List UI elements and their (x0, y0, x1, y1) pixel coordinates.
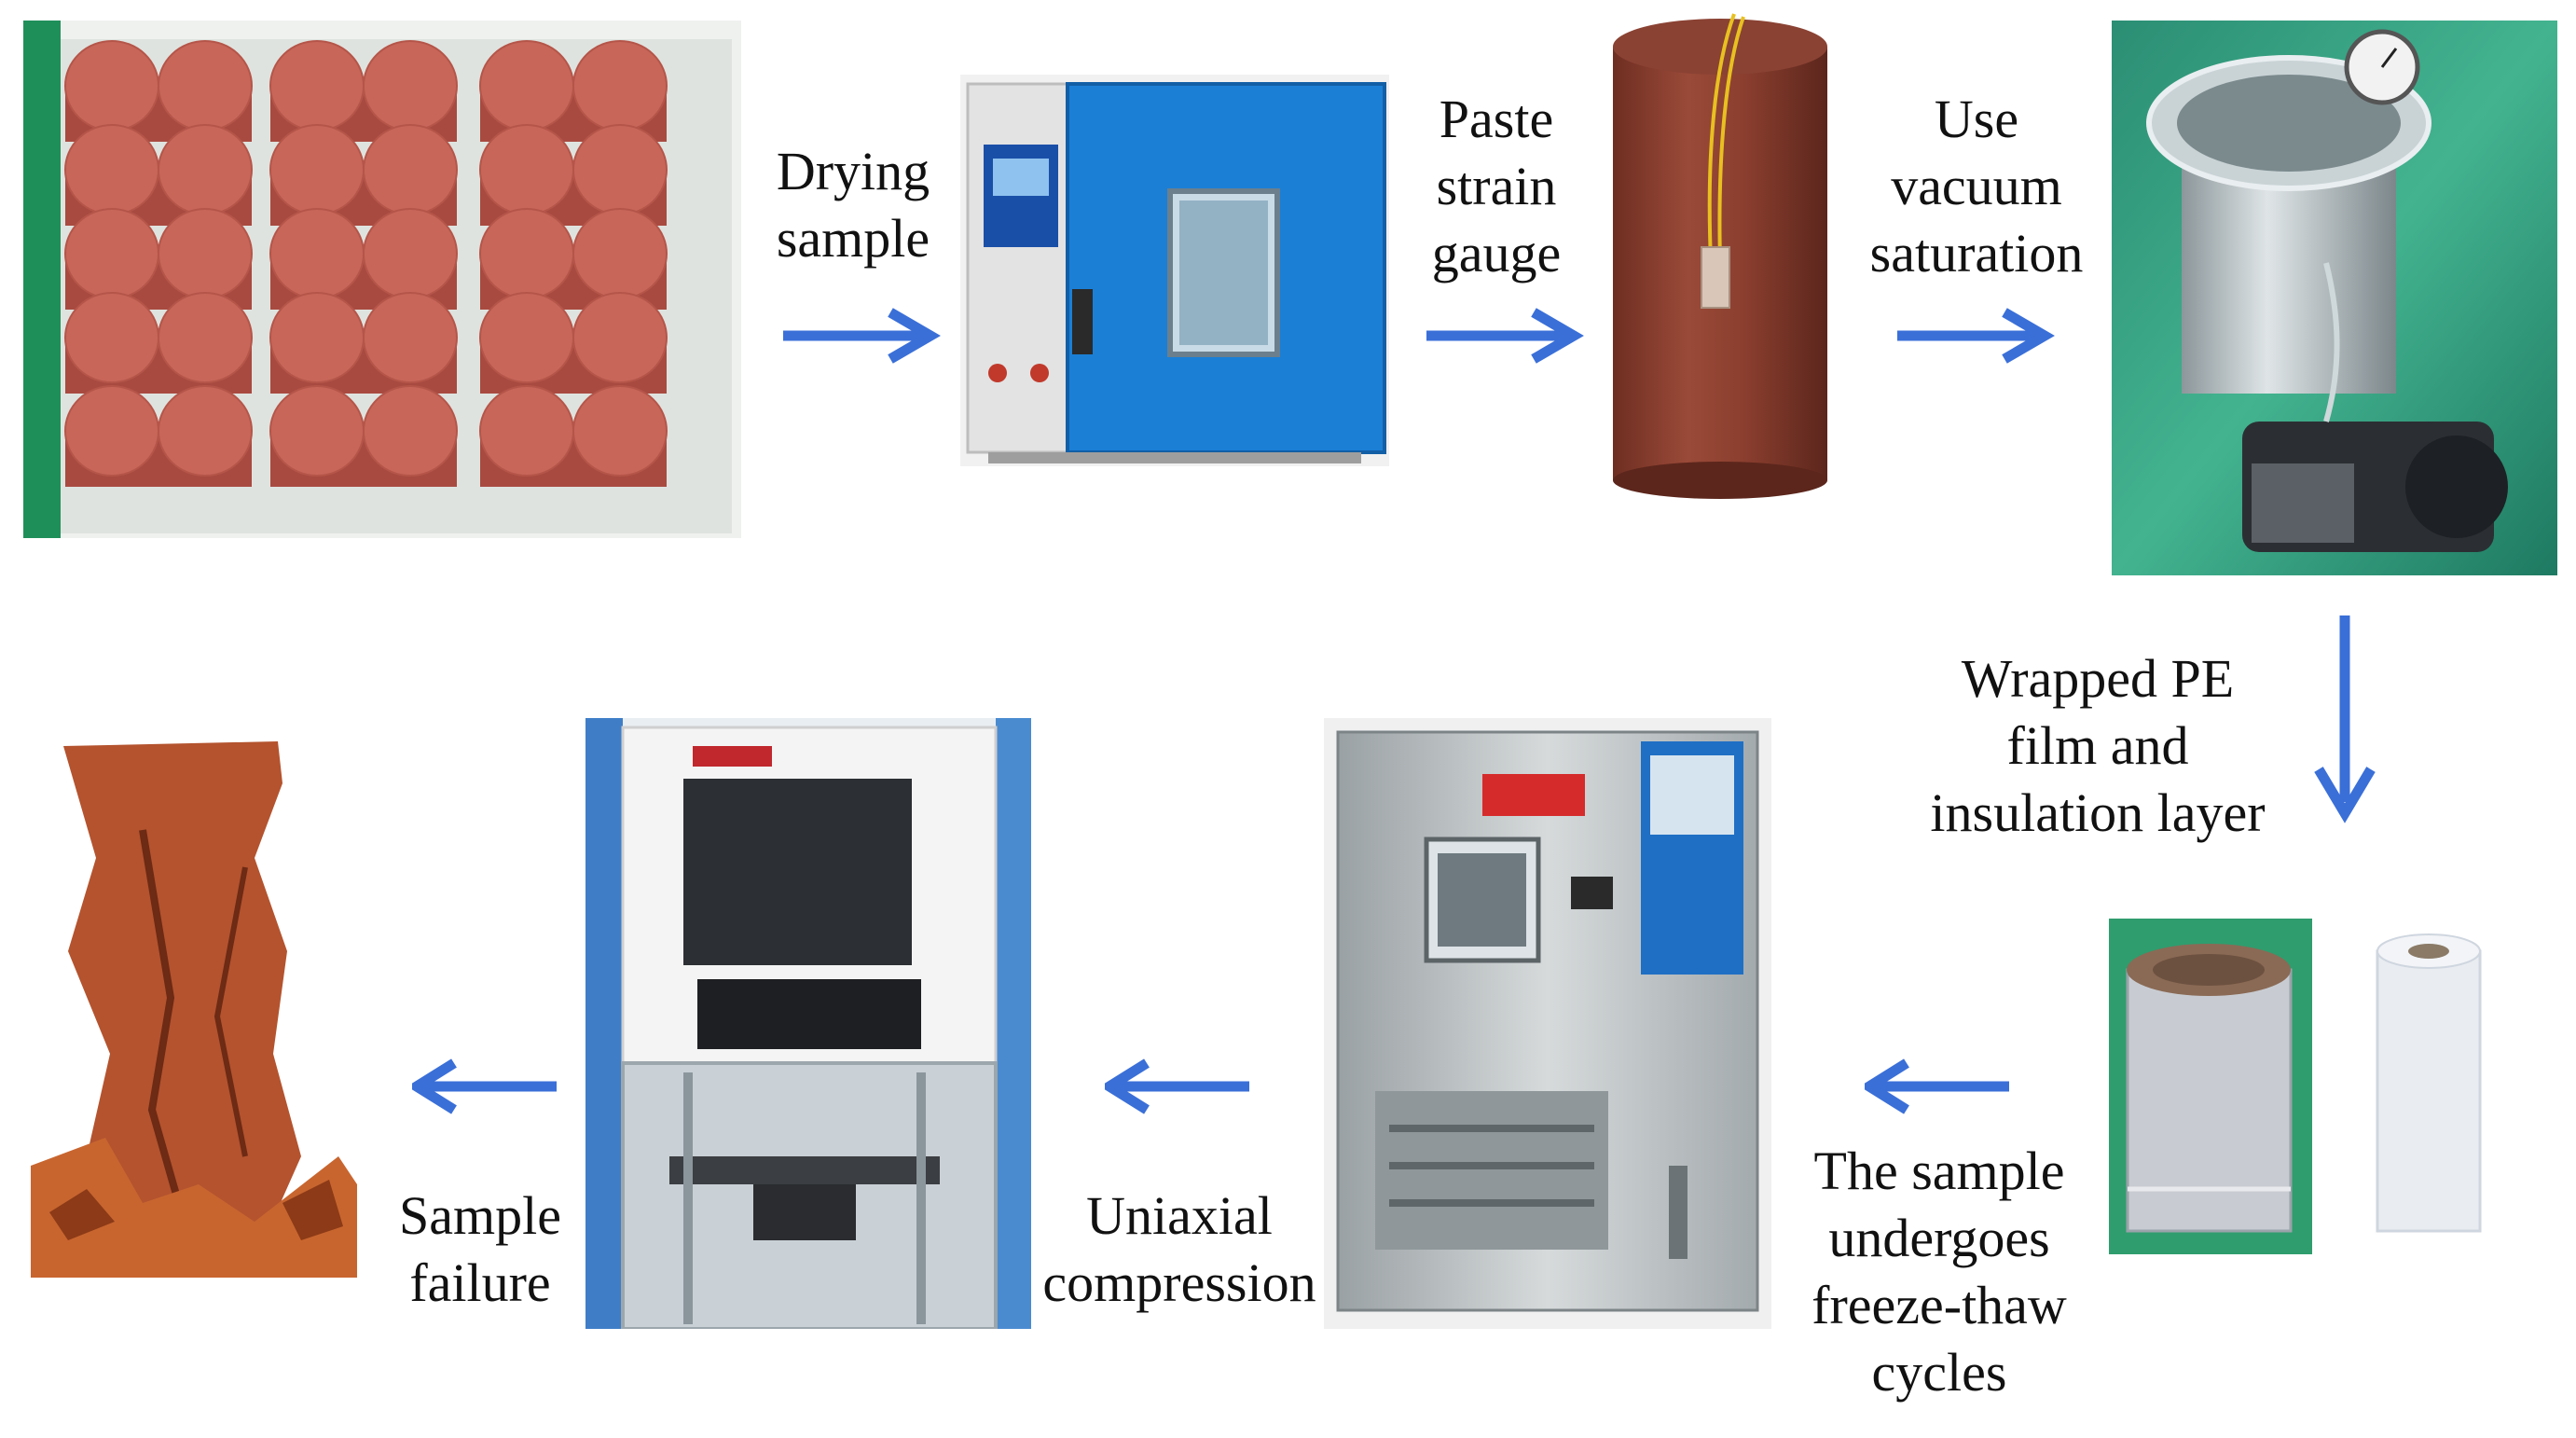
cylinder-top (363, 208, 458, 299)
step-label-failure: Sample failure (399, 1185, 561, 1313)
cylinder-top (64, 124, 159, 215)
cylinder-top (572, 40, 668, 131)
cylinder-top (479, 40, 574, 131)
cylinder-top (64, 40, 159, 131)
cylinder-top (158, 208, 253, 299)
step-label-drying: Drying sample (776, 141, 930, 269)
sample-cylinders-photo (23, 21, 741, 538)
step-label-vacuum: Use vacuum saturation (1869, 89, 2084, 283)
arrow-down (2307, 615, 2382, 830)
step-label-freeze: The sample undergoes freeze-thaw cycles (1811, 1141, 2067, 1403)
insulation-roll-photo (2109, 919, 2312, 1254)
cylinder-top (479, 385, 574, 477)
cylinder-top (269, 40, 365, 131)
cylinder-top (479, 124, 574, 215)
cylinder-top (572, 124, 668, 215)
vacuum-saturation-photo (2112, 21, 2557, 575)
pe-film-roll-photo (2363, 933, 2494, 1240)
cylinder-top (269, 208, 365, 299)
cylinder-top (269, 385, 365, 477)
step-label-wrap: Wrapped PE film and insulation layer (1930, 648, 2266, 843)
compression-machine-photo (585, 718, 1031, 1329)
cylinder-top (363, 292, 458, 383)
freeze-thaw-chamber-photo (1324, 718, 1771, 1329)
cylinder-top (158, 292, 253, 383)
cylinder-top (363, 124, 458, 215)
arrow-right-1 (783, 308, 942, 364)
cylinder-top (572, 208, 668, 299)
cylinder-top (572, 385, 668, 477)
cylinder-top (269, 292, 365, 383)
arrow-left-2 (1105, 1058, 1254, 1114)
arrow-left-3 (412, 1058, 561, 1114)
cylinder-top (572, 292, 668, 383)
cylinder-top (64, 292, 159, 383)
cylinder-top (363, 385, 458, 477)
drying-oven-photo (960, 75, 1389, 466)
arrow-left-1 (1865, 1058, 2014, 1114)
cylinder-top (64, 385, 159, 477)
step-label-uniaxial: Uniaxial compression (1042, 1185, 1316, 1313)
cylinder-top (479, 208, 574, 299)
cylinder-top (158, 40, 253, 131)
arrow-right-2 (1426, 308, 1585, 364)
cylinder-top (158, 385, 253, 477)
cylinder-top (269, 124, 365, 215)
step-label-paste: Paste strain gauge (1431, 89, 1562, 283)
cylinder-top (479, 292, 574, 383)
cylinder-top (363, 40, 458, 131)
strain-gauge-sample-photo (1604, 9, 1837, 504)
cylinder-top (64, 208, 159, 299)
cylinder-top (158, 124, 253, 215)
failed-sample-photo (31, 718, 357, 1278)
arrow-right-3 (1897, 308, 2056, 364)
